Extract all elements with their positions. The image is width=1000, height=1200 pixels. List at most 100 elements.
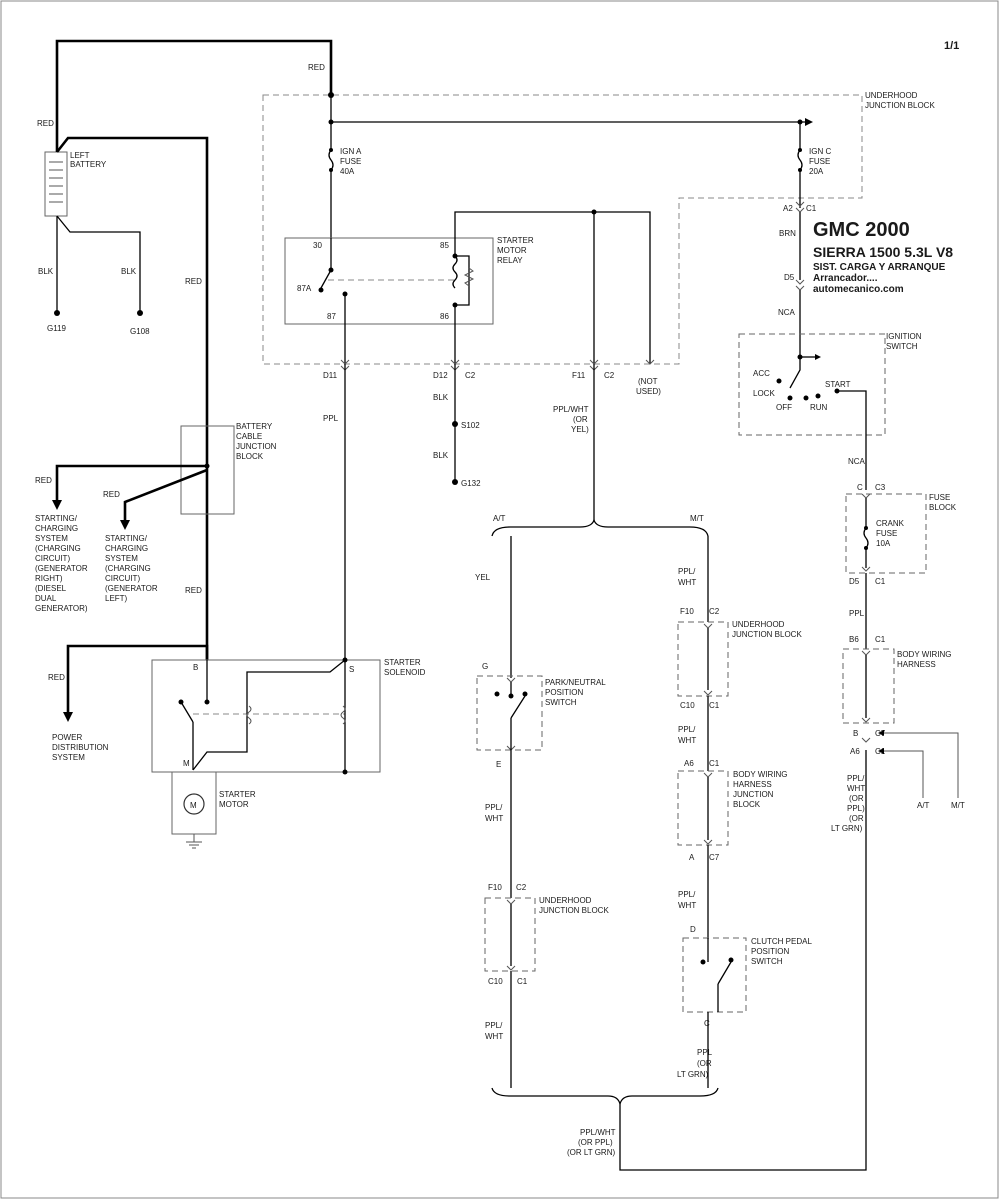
system-name: SIST. CARGA Y ARRANQUE	[813, 262, 946, 273]
svg-text:(CHARGING: (CHARGING	[35, 544, 81, 553]
crank-fuse	[863, 527, 869, 549]
park-neutral-position-switch	[476, 675, 543, 751]
svg-text:STARTER: STARTER	[219, 790, 256, 799]
svg-text:BLK: BLK	[433, 451, 449, 460]
svg-text:PPL: PPL	[323, 414, 339, 423]
svg-text:PPL/: PPL/	[485, 803, 503, 812]
ign-a-fuse	[328, 149, 334, 171]
svg-text:PPL: PPL	[697, 1048, 713, 1057]
ignition-run-contact[interactable]	[815, 393, 821, 399]
svg-text:A: A	[689, 853, 695, 862]
svg-text:STARTING/: STARTING/	[35, 514, 78, 523]
svg-text:WHT: WHT	[678, 901, 696, 910]
svg-text:PPL): PPL)	[847, 804, 865, 813]
svg-text:LEFT: LEFT	[70, 151, 90, 160]
svg-text:GENERATOR): GENERATOR)	[35, 604, 88, 613]
svg-text:C1: C1	[709, 701, 720, 710]
svg-text:(OR: (OR	[573, 415, 588, 424]
svg-text:SYSTEM: SYSTEM	[105, 554, 138, 563]
svg-text:F10: F10	[680, 607, 694, 616]
svg-text:PARK/NEUTRAL: PARK/NEUTRAL	[545, 678, 606, 687]
svg-text:START: START	[825, 380, 851, 389]
svg-text:DISTRIBUTION: DISTRIBUTION	[52, 743, 109, 752]
svg-text:CLUTCH PEDAL: CLUTCH PEDAL	[751, 937, 812, 946]
svg-text:RED: RED	[48, 673, 65, 682]
ignition-off-contact[interactable]	[803, 395, 809, 401]
svg-text:SYSTEM: SYSTEM	[35, 534, 68, 543]
svg-text:40A: 40A	[340, 167, 355, 176]
svg-text:C2: C2	[709, 607, 720, 616]
svg-text:RED: RED	[103, 490, 120, 499]
ground-g108: G108	[130, 327, 150, 336]
red-cable-wire	[55, 136, 209, 466]
fuse-block	[845, 493, 927, 574]
svg-text:JUNCTION: JUNCTION	[236, 442, 277, 451]
body-wiring-harness	[842, 648, 895, 724]
svg-text:CIRCUIT): CIRCUIT)	[105, 574, 140, 583]
svg-text:E: E	[496, 760, 501, 769]
branch-mt: M/T	[690, 514, 704, 523]
svg-text:UNDERHOOD: UNDERHOOD	[539, 896, 592, 905]
svg-text:M: M	[190, 801, 197, 810]
svg-text:RED: RED	[37, 119, 54, 128]
svg-text:OFF: OFF	[776, 403, 792, 412]
wire-label-red: RED	[308, 63, 325, 72]
ground-g119: G119	[47, 324, 67, 333]
svg-text:(CHARGING: (CHARGING	[105, 564, 151, 573]
ground-g108-node	[137, 310, 143, 316]
svg-text:WHT: WHT	[678, 736, 696, 745]
svg-text:FUSE: FUSE	[809, 157, 830, 166]
svg-text:STARTING/: STARTING/	[105, 534, 148, 543]
svg-text:C: C	[704, 1019, 710, 1028]
starter-solenoid	[151, 659, 381, 773]
svg-text:C10: C10	[488, 977, 503, 986]
svg-text:UNDERHOOD: UNDERHOOD	[865, 91, 918, 100]
power-distribution-label: POWER	[52, 733, 82, 742]
svg-text:D5: D5	[784, 273, 795, 282]
svg-text:D5: D5	[849, 577, 860, 586]
svg-text:(DIESEL: (DIESEL	[35, 584, 67, 593]
svg-text:YEL: YEL	[475, 573, 491, 582]
underhood-junction-block-mt	[677, 621, 729, 697]
red-power-distribution-wire	[66, 644, 209, 712]
svg-text:WHT: WHT	[485, 814, 503, 823]
ignition-acc-contact[interactable]	[776, 378, 782, 384]
svg-text:PPL/: PPL/	[847, 774, 865, 783]
red-main-wire	[55, 39, 333, 152]
svg-text:PPL: PPL	[849, 609, 865, 618]
svg-text:M: M	[183, 759, 190, 768]
red-charging-left-wire	[123, 468, 208, 520]
svg-text:(OR: (OR	[849, 794, 864, 803]
svg-text:MOTOR: MOTOR	[219, 800, 249, 809]
svg-text:SWITCH: SWITCH	[886, 342, 918, 351]
ignition-lock-contact[interactable]	[787, 395, 793, 401]
svg-text:STARTER: STARTER	[497, 236, 534, 245]
svg-text:PPL/: PPL/	[678, 725, 696, 734]
svg-text:IGNITION: IGNITION	[886, 332, 922, 341]
svg-text:CIRCUIT): CIRCUIT)	[35, 554, 70, 563]
motor-icon	[183, 793, 205, 815]
svg-text:LT GRN): LT GRN)	[831, 824, 863, 833]
svg-text:RED: RED	[185, 277, 202, 286]
svg-text:BATTERY: BATTERY	[236, 422, 273, 431]
svg-text:SYSTEM: SYSTEM	[52, 753, 85, 762]
svg-text:BLOCK: BLOCK	[236, 452, 264, 461]
ignition-switch[interactable]	[738, 333, 886, 436]
vehicle-model: SIERRA 1500 5.3L V8	[813, 244, 953, 260]
svg-text:RED: RED	[185, 586, 202, 595]
svg-text:D12: D12	[433, 371, 448, 380]
svg-text:IGN A: IGN A	[340, 147, 362, 156]
svg-text:B: B	[853, 729, 858, 738]
ground-g119-node	[54, 310, 60, 316]
svg-text:C1: C1	[806, 204, 817, 213]
svg-text:YEL): YEL)	[571, 425, 589, 434]
svg-text:F10: F10	[488, 883, 502, 892]
svg-text:JUNCTION BLOCK: JUNCTION BLOCK	[865, 101, 935, 110]
svg-text:BLOCK: BLOCK	[929, 503, 957, 512]
svg-text:PPL/WHT: PPL/WHT	[553, 405, 589, 414]
bottom-return-label: PPL/WHT	[580, 1128, 616, 1137]
svg-text:FUSE: FUSE	[876, 529, 897, 538]
svg-text:(OR: (OR	[849, 814, 864, 823]
svg-text:FUSE: FUSE	[929, 493, 950, 502]
